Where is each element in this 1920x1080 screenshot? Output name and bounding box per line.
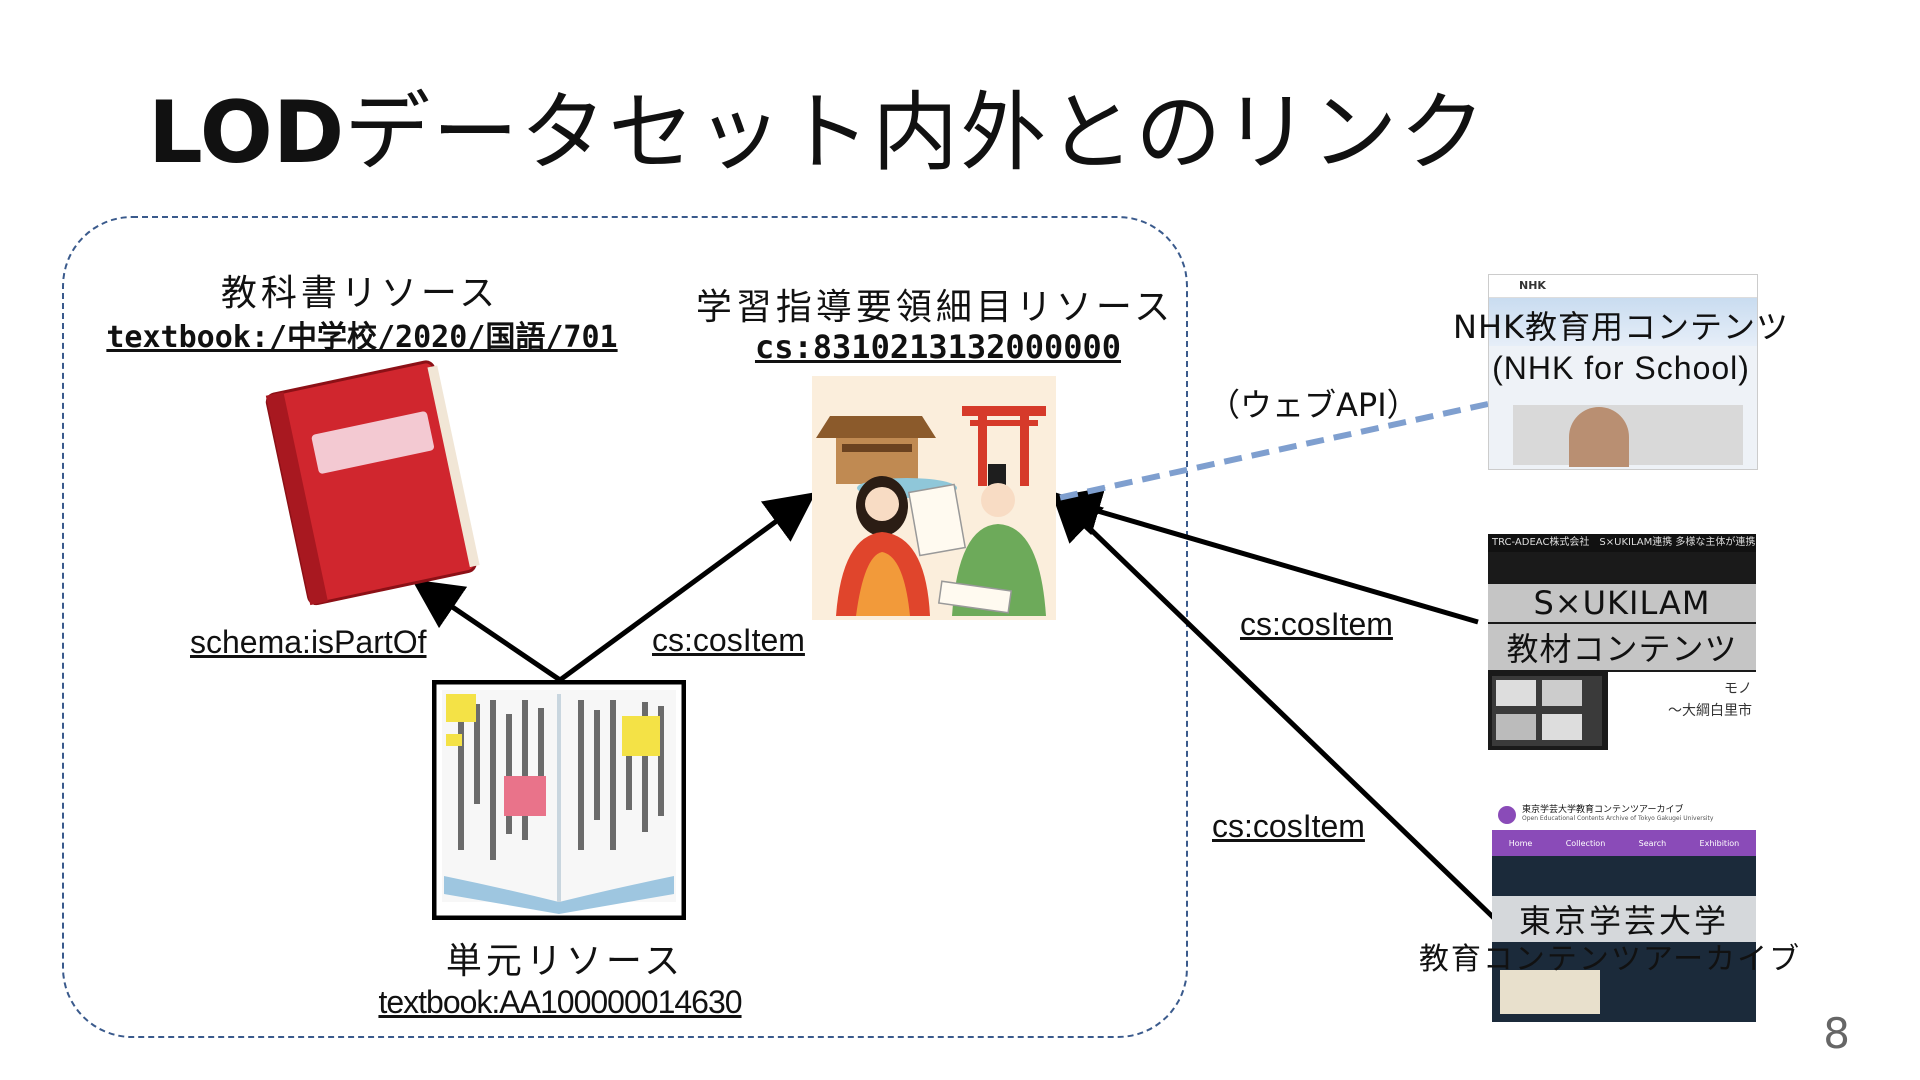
arrow-ispartof [411, 579, 562, 683]
gakugei-nav: Home Collection Search Exhibition [1492, 830, 1756, 856]
sukilam-site-header: TRC-ADEAC株式会社 S×UKILAM連携 多様な主体が連携した [1488, 534, 1756, 552]
slide-title-bold: LOD [148, 83, 345, 183]
edge-label-cositem-sukilam[interactable]: cs:cosItem [1240, 606, 1393, 642]
textbook-label: 教科書リソース [220, 273, 500, 314]
page-number: 8 [1823, 1009, 1850, 1058]
gakugei-label-line2: 教育コンテンツアーカイブ [1418, 942, 1802, 977]
arrow-cositem-internal [558, 492, 817, 683]
unit-book-icon [432, 680, 686, 920]
gakugei-site-subtitle: Open Educational Contents Archive of Tok… [1522, 815, 1714, 822]
unit-uri[interactable]: textbook:AA100000014630 [378, 984, 742, 1020]
sukilam-sub1: モノ [1724, 681, 1752, 697]
slide-title: LODデータセット内外とのリンク [148, 62, 1487, 187]
gakugei-nav-collection[interactable]: Collection [1565, 838, 1606, 848]
edge-label-web-api: （ウェブAPI） [1208, 386, 1419, 424]
edge-label-ispartof[interactable]: schema:isPartOf [190, 624, 427, 660]
arrow-cositem-gakugei [1050, 491, 1498, 922]
gakugei-nav-exhibition[interactable]: Exhibition [1699, 838, 1740, 848]
arrow-cositem-sukilam [1050, 487, 1479, 625]
curriculum-uri[interactable]: cs:8310213132000000 [754, 328, 1122, 366]
sukilam-sub2: ～大綱白里市 [1668, 703, 1752, 719]
nhk-label-line2: (NHK for School) [1492, 350, 1750, 386]
gakugei-logo-icon [1498, 806, 1516, 824]
sukilam-label-line2: 教材コンテンツ [1488, 624, 1756, 670]
sukilam-label-line1: S×UKILAM [1488, 584, 1756, 622]
heian-scene-illustration [812, 376, 1056, 620]
gakugei-label-line1: 東京学芸大学 [1492, 896, 1756, 942]
textbook-uri[interactable]: textbook:/中学校/2020/国語/701 [106, 320, 618, 355]
edge-label-cositem-internal[interactable]: cs:cosItem [652, 622, 805, 658]
edge-label-cositem-gakugei[interactable]: cs:cosItem [1212, 808, 1365, 844]
gakugei-nav-home[interactable]: Home [1508, 838, 1533, 848]
nhk-thumbnail[interactable]: NHK [1488, 274, 1758, 470]
dataset-boundary [62, 216, 1188, 1038]
curriculum-label: 学習指導要領細目リソース [695, 287, 1175, 328]
gakugei-nav-search[interactable]: Search [1638, 838, 1667, 848]
sukilam-thumbnail[interactable]: TRC-ADEAC株式会社 S×UKILAM連携 多様な主体が連携した モノ ～… [1488, 534, 1756, 750]
link-web-api [1057, 401, 1489, 501]
nhk-label-line1: NHK教育用コンテンツ [1453, 308, 1789, 346]
nhk-site-header: NHK [1489, 275, 1757, 298]
gakugei-site-title: 東京学芸大学教育コンテンツアーカイブ [1522, 805, 1684, 815]
unit-label: 単元リソース [445, 941, 685, 982]
slide-title-rest: データセット内外とのリンク [344, 83, 1488, 183]
textbook-icon [265, 360, 480, 606]
